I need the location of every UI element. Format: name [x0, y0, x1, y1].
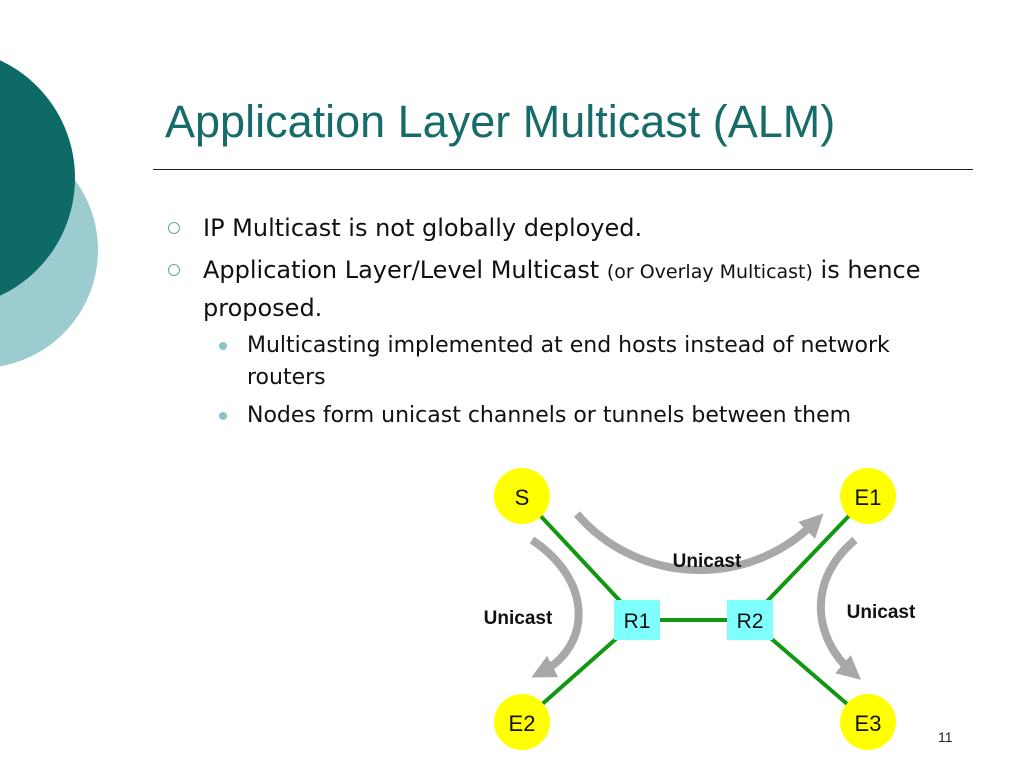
bullet-item: IP Multicast is not globally deployed. [168, 210, 948, 246]
node-e2-circle [494, 694, 550, 750]
node-e3-label: E3 [855, 711, 882, 736]
title-divider [153, 169, 973, 170]
unicast-label-top: Unicast [673, 551, 742, 572]
hollow-circle-bullet-icon [168, 222, 180, 234]
unicast-arrow-top [573, 511, 824, 574]
node-e1-label: E1 [855, 485, 882, 510]
bullet-item: Application Layer/Level Multicast (or Ov… [168, 252, 948, 326]
node-s-circle [494, 468, 550, 524]
router-r2-label: R2 [737, 610, 764, 633]
node-s-label: S [515, 485, 530, 510]
dot-bullet-icon [219, 342, 227, 350]
decorative-circles [0, 60, 98, 367]
router-r2-box [727, 600, 773, 640]
sub-bullet-text: Nodes form unicast channels or tunnels b… [247, 403, 852, 428]
alm-network-diagram: S E1 E2 E3 R1 R2 Unicast Unicast Unicast [484, 468, 916, 750]
sub-bullet-item: Multicasting implemented at end hosts in… [168, 330, 948, 394]
hollow-circle-bullet-icon [168, 264, 180, 276]
unicast-label-left: Unicast [484, 608, 553, 629]
router-r1-label: R1 [624, 610, 651, 633]
bullet-list: IP Multicast is not globally deployed. A… [168, 210, 948, 432]
node-e2-label: E2 [509, 711, 536, 736]
unicast-arrow-left [529, 536, 583, 678]
bullet-text: Application Layer/Level Multicast [203, 256, 607, 284]
dot-bullet-icon [219, 412, 227, 420]
sub-bullet-item: Nodes form unicast channels or tunnels b… [168, 400, 948, 432]
bullet-text: IP Multicast is not globally deployed. [203, 214, 643, 242]
router-r1-box [614, 600, 660, 640]
bullet-text-small: (or Overlay Multicast) [606, 261, 813, 283]
unicast-label-right: Unicast [847, 602, 916, 623]
bullet-text: is hence proposed. [203, 256, 921, 322]
node-e3-circle [840, 694, 896, 750]
slide-title: Application Layer Multicast (ALM) [165, 96, 836, 147]
dark-circle [0, 60, 75, 296]
unicast-arrow-right [816, 536, 862, 680]
page-number: 11 [938, 729, 953, 745]
sub-bullet-text: Multicasting implemented at end hosts in… [247, 333, 890, 390]
node-e1-circle [840, 468, 896, 524]
